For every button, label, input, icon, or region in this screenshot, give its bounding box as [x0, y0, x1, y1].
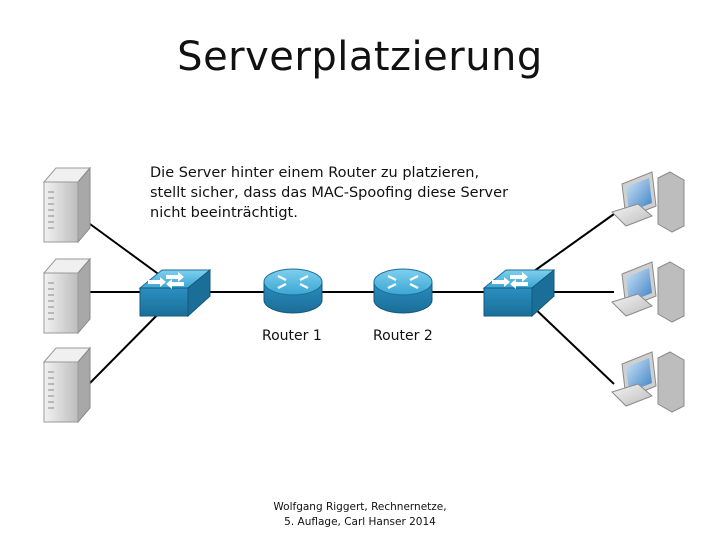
slide-title: Serverplatzierung: [177, 34, 543, 80]
router-icon: [263, 268, 323, 314]
footer-citation: Wolfgang Riggert, Rechnernetze, 5. Aufla…: [240, 500, 480, 530]
router-2-label: Router 2: [373, 328, 433, 344]
switch-icon: [482, 268, 556, 318]
description-line: nicht beeinträchtigt.: [150, 205, 298, 221]
pc-icon: [611, 171, 685, 233]
server-icon: [42, 257, 92, 335]
pc-icon: [611, 261, 685, 323]
link-switch2-pc3: [529, 303, 615, 385]
switch-icon: [138, 268, 212, 318]
description-line: Die Server hinter einem Router zu platzi…: [150, 165, 480, 181]
footer-line: Wolfgang Riggert, Rechnernetze,: [273, 501, 447, 513]
router-icon: [373, 268, 433, 314]
description-line: stellt sicher, dass das MAC-Spoofing die…: [150, 185, 509, 201]
server-icon: [42, 346, 92, 424]
pc-icon: [611, 351, 685, 413]
footer-line: 5. Auflage, Carl Hanser 2014: [284, 516, 436, 528]
links: [89, 213, 615, 385]
description: Die Server hinter einem Router zu platzi…: [150, 163, 530, 223]
router-1-label: Router 1: [262, 328, 322, 344]
link-switch2-pc1: [529, 213, 615, 275]
server-icon: [42, 166, 92, 244]
